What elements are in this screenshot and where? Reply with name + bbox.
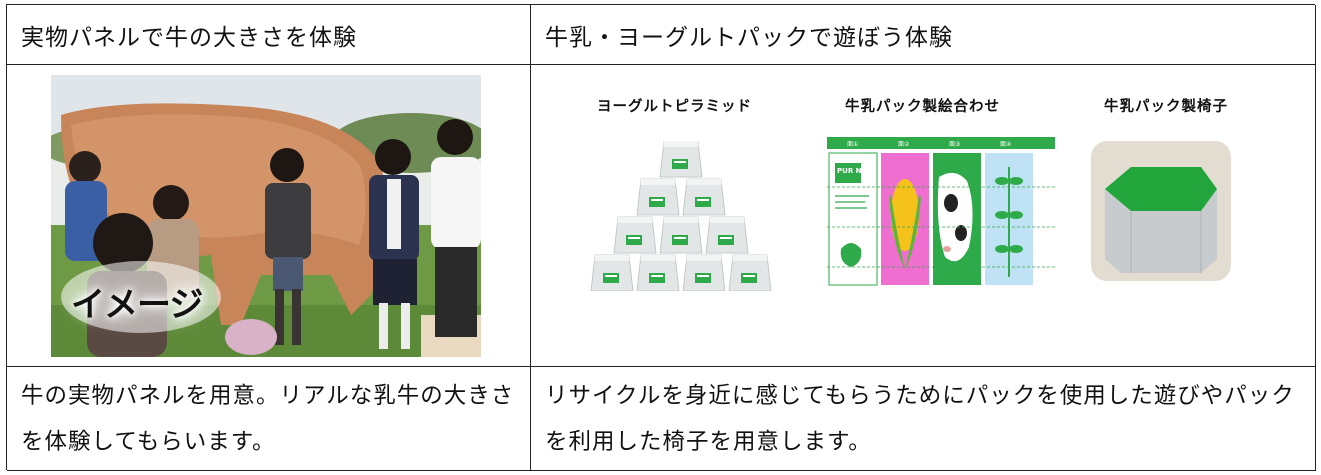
milk-pack-matching-illustration: 面① 面② 面③ 面④ PUR NATUR	[827, 137, 1055, 286]
image-overlay-label: イメージ	[71, 285, 203, 325]
panel-label-4: 面④	[1000, 141, 1011, 148]
milk-pack-matching-title: 牛乳パック製絵合わせ	[845, 99, 1000, 115]
panel-label-2: 面②	[898, 141, 910, 148]
milk-pack-chair-title: 牛乳パック製椅子	[1104, 99, 1228, 115]
cow-photo-cell: イメージ	[7, 65, 531, 367]
header-pack-play: 牛乳・ヨーグルトパックで遊ぼう体験	[531, 5, 1316, 65]
panel-label-3: 面③	[949, 141, 960, 148]
carton-brand-text: PUR NATUR	[837, 167, 883, 175]
pack-images-cell: ヨーグルトピラミッド 牛乳パック製絵合わせ 牛乳パック製椅子	[531, 65, 1316, 367]
yogurt-pyramid-illustration	[590, 141, 772, 291]
cow-panel-photo: イメージ	[51, 75, 481, 357]
pack-play-description: リサイクルを身近に感じてもらうためにパックを使用した遊びやパックを利用した椅子を…	[531, 367, 1316, 471]
milk-pack-chair-illustration	[1091, 141, 1231, 281]
cow-panel-description: 牛の実物パネルを用意。リアルな乳牛の大きさを体験してもらいます。	[7, 367, 531, 471]
panel-label-1: 面①	[847, 141, 858, 148]
experience-table: 実物パネルで牛の大きさを体験 牛乳・ヨーグルトパックで遊ぼう体験	[6, 4, 1316, 471]
cow-scene-illustration	[51, 75, 481, 357]
yogurt-pyramid-title: ヨーグルトピラミッド	[597, 99, 752, 115]
header-cow-panel: 実物パネルで牛の大きさを体験	[7, 5, 531, 65]
